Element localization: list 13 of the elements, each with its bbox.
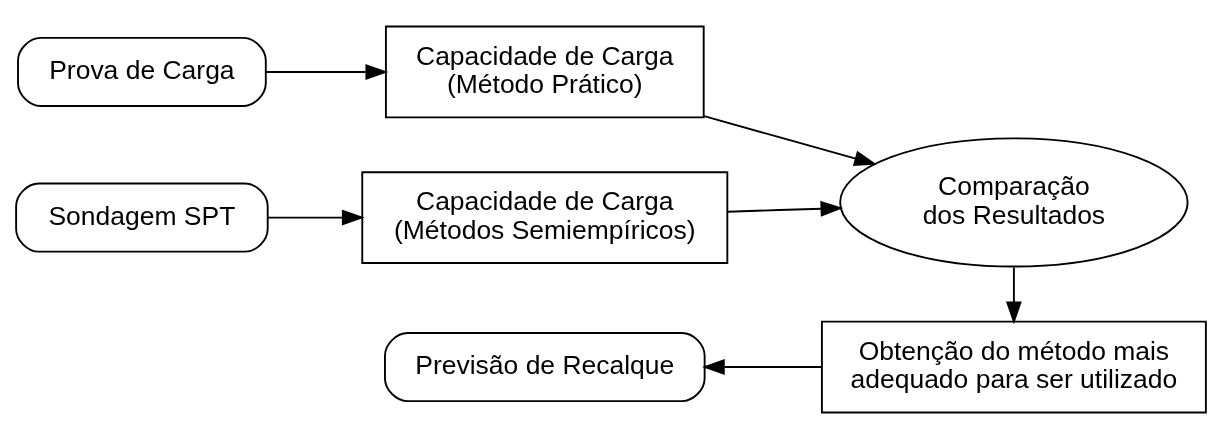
node-box: Sondagem SPT [15, 182, 269, 253]
node-ellipse: Comparação dos Resultados [839, 136, 1189, 267]
node-box: Capacidade de Carga (Método Prático) [384, 25, 705, 118]
arrow [265, 63, 389, 80]
node-box: Previsão de Recalque [384, 331, 706, 402]
arrow [703, 114, 877, 166]
node-box: Capacidade de Carga (Métodos Semiempíricos) [361, 170, 729, 264]
node-box: Prova de Carga [17, 36, 267, 107]
arrow [1005, 266, 1022, 324]
node-box: Obtenção do método mais adequado para ser utilizado [820, 320, 1207, 413]
arrow [726, 200, 844, 217]
arrow [266, 209, 365, 226]
arrow [702, 358, 823, 375]
